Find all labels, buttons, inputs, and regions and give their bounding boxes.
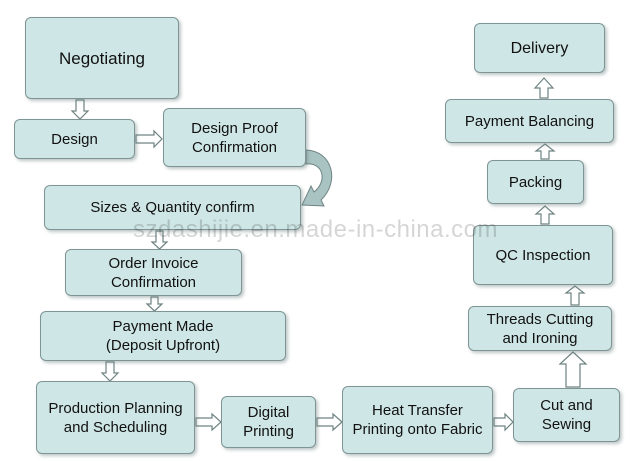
arrow-up-icon	[534, 205, 556, 225]
step-delivery: Delivery	[474, 23, 605, 73]
arrow-up-icon	[534, 143, 556, 160]
arrow-up-icon	[558, 351, 588, 388]
curved-arrow-icon	[301, 149, 333, 207]
arrow-up-icon	[564, 285, 586, 306]
step-label: Design	[51, 130, 98, 148]
step-qc-inspection: QC Inspection	[473, 225, 613, 285]
arrow-down-icon	[100, 361, 120, 382]
step-production-planning: Production Planning and Scheduling	[36, 381, 195, 454]
step-label: Design Proof Confirmation	[191, 119, 278, 156]
arrow-up-icon	[533, 77, 555, 99]
step-packing: Packing	[487, 160, 584, 204]
step-label: Negotiating	[58, 48, 145, 68]
step-payment-balancing: Payment Balancing	[445, 99, 614, 143]
step-cut-and-sewing: Cut and Sewing	[513, 388, 620, 442]
arrow-down-icon	[70, 99, 90, 120]
step-label: Cut and Sewing	[540, 397, 593, 433]
step-label: Payment Made (Deposit Upfront)	[105, 318, 221, 354]
step-label: Digital Printing	[243, 404, 294, 440]
arrow-right-icon	[135, 129, 163, 149]
arrow-right-icon	[195, 412, 222, 432]
step-sizes-quantity-confirm: Sizes & Quantity confirm	[44, 185, 301, 230]
step-heat-transfer-printing: Heat Transfer Printing onto Fabric	[342, 386, 493, 454]
arrow-right-icon	[493, 412, 514, 432]
step-label: QC Inspection	[495, 246, 591, 264]
step-label: Payment Balancing	[464, 112, 595, 130]
step-label: Production Planning and Scheduling	[48, 399, 183, 436]
step-label: Threads Cutting and Ironing	[486, 310, 594, 347]
step-label: Delivery	[510, 39, 569, 57]
step-label: Heat Transfer Printing onto Fabric	[352, 402, 483, 438]
step-threads-cutting-ironing: Threads Cutting and Ironing	[468, 306, 612, 351]
step-label: Sizes & Quantity confirm	[90, 199, 255, 216]
step-payment-made: Payment Made (Deposit Upfront)	[40, 311, 286, 361]
step-design-proof-confirmation: Design Proof Confirmation	[163, 108, 306, 167]
step-order-invoice-confirmation: Order Invoice Confirmation	[65, 249, 242, 296]
step-design: Design	[14, 119, 135, 159]
arrow-down-icon	[150, 230, 169, 250]
step-label: Packing	[508, 173, 563, 191]
arrow-right-icon	[316, 412, 343, 432]
step-label: Order Invoice Confirmation	[108, 254, 199, 291]
step-negotiating: Negotiating	[25, 17, 179, 99]
arrow-down-icon	[145, 296, 164, 312]
step-digital-printing: Digital Printing	[221, 396, 316, 448]
